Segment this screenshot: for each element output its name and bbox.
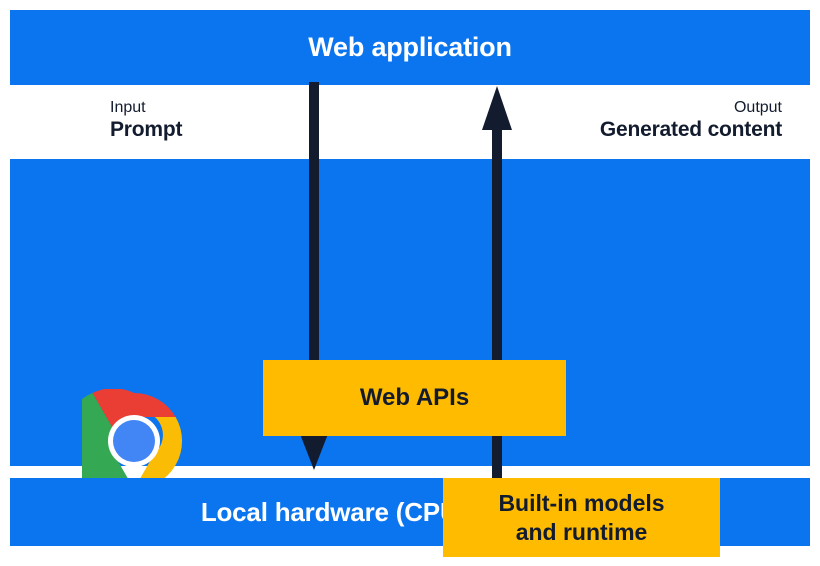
layer-web-application: Web application	[10, 10, 810, 85]
annotation-output-value: Generated content	[599, 117, 782, 141]
layer-web-application-label: Web application	[308, 32, 512, 62]
annotation-output: Output Generated content	[600, 99, 782, 143]
box-builtin-models-line1: Built-in models	[498, 490, 665, 517]
layer-browser: Browser Web APIs Built-in models and run…	[10, 159, 810, 557]
box-builtin-models-line2: and runtime	[515, 518, 648, 545]
annotation-input-value: Prompt	[110, 117, 183, 141]
annotation-input: Input Prompt	[110, 99, 183, 143]
box-builtin-models[interactable]: Built-in models and runtime	[443, 478, 720, 557]
box-builtin-models-text: Built-in models and runtime	[498, 489, 664, 545]
box-web-apis[interactable]: Web APIs	[263, 360, 566, 436]
arrow-output-up-icon	[482, 86, 512, 480]
annotation-output-kind: Output	[733, 99, 782, 116]
chrome-logo-icon	[82, 389, 183, 493]
annotation-input-kind: Input	[110, 99, 146, 116]
box-web-apis-label: Web APIs	[359, 384, 470, 412]
arrow-input-down-icon	[300, 82, 328, 470]
